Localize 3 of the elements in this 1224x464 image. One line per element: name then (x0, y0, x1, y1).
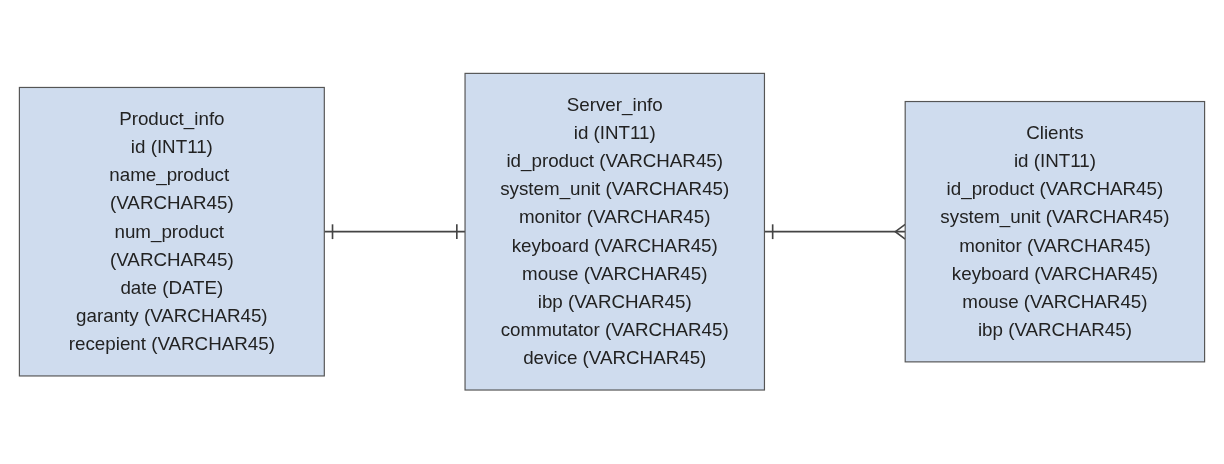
node-box: Server_info id (INT11) id_product (VARCHAR45) system_unit (VARCHAR45) monitor (VARCHAR45) keyboard (VARCHAR45) mouse (VARCHAR45) ibp (VARCHAR45) commutator (VARCHAR45) device (VARCHAR45) (464, 73, 766, 391)
node-box: Clients id (INT11) id_product (VARCHAR45) system_unit (VARCHAR45) monitor (VARCHAR45) keyboard (VARCHAR45) mouse (VARCHAR45) ibp (VARCHAR45) (904, 101, 1206, 363)
node-box: Product_info id (INT11) name_product (VARCHAR45) num_product (VARCHAR45) date (DATE) garanty (VARCHAR45) recepient (VARCHAR45) (18, 87, 325, 377)
